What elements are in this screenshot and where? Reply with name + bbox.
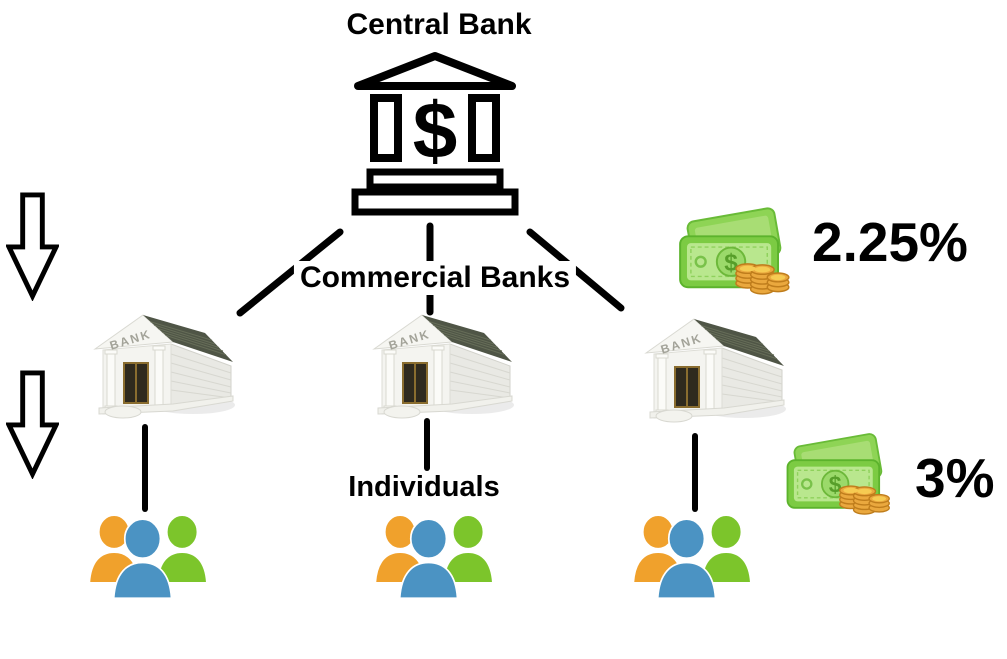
line-central-to-left-bank xyxy=(236,228,344,317)
commercial-banks-label: Commercial Banks xyxy=(293,261,577,295)
individuals-label: Individuals xyxy=(342,471,506,504)
central-rate-value: 2.25% xyxy=(812,211,968,273)
people-group-middle-icon xyxy=(368,512,500,598)
money-cash-coins-top-icon xyxy=(674,203,792,297)
down-arrow-bottom-icon xyxy=(6,369,59,479)
commercial-bank-left-icon xyxy=(93,302,238,420)
commercial-bank-right-icon xyxy=(644,306,789,424)
central-bank-title: Central Bank xyxy=(340,8,538,42)
central-bank-icon xyxy=(350,48,520,218)
retail-rate-value: 3% xyxy=(915,447,995,509)
money-cash-coins-bottom-icon xyxy=(782,426,892,520)
people-group-right-icon xyxy=(626,512,758,598)
commercial-bank-middle-icon xyxy=(372,302,517,420)
people-group-left-icon xyxy=(82,512,214,598)
down-arrow-top-icon xyxy=(6,191,59,301)
